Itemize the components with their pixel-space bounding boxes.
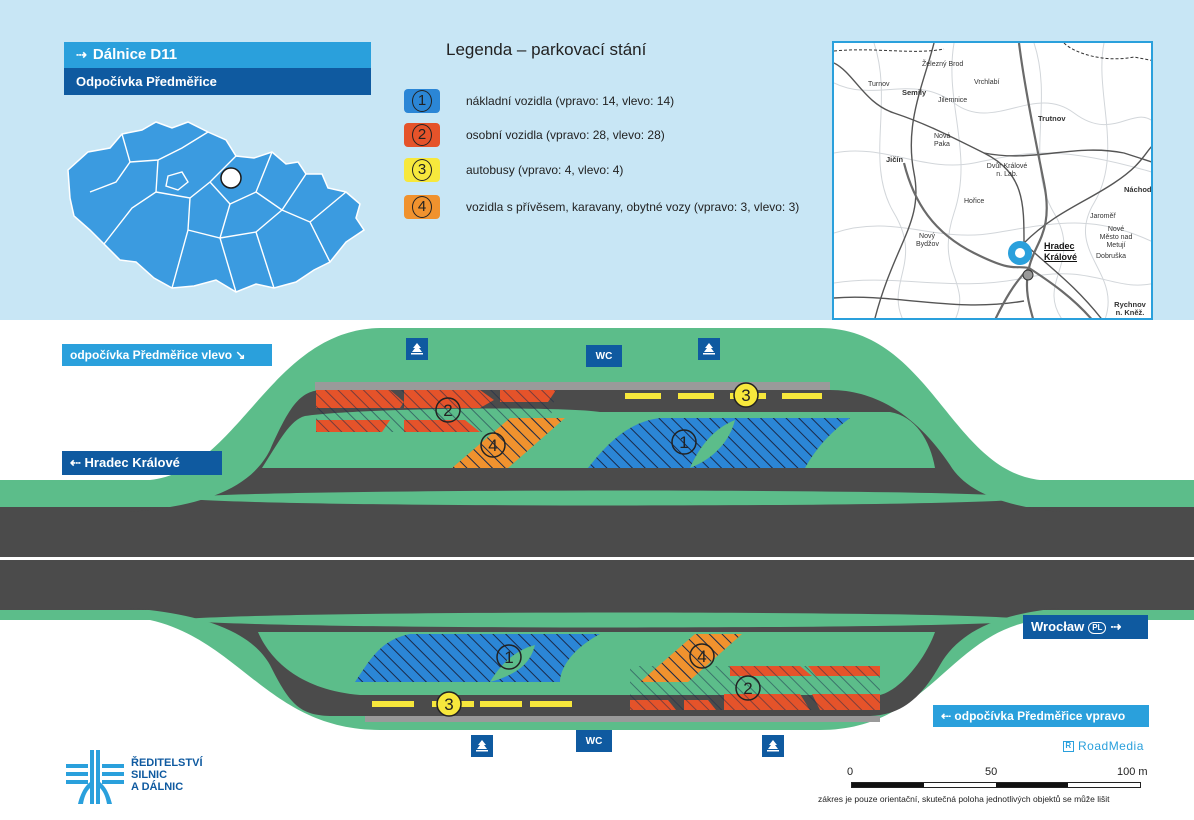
rsd-line3: A DÁLNIC (131, 781, 184, 793)
caravan-swatch: 4 (404, 195, 440, 219)
town-hradec-kralove: Hradec Králové (1044, 241, 1078, 262)
location-marker (220, 167, 242, 189)
sign-to-hradec: ⇠ Hradec Králové (62, 451, 222, 475)
dotted-arrow-icon: ⇢ (76, 47, 87, 62)
town-horice: Hořice (964, 198, 985, 205)
label-caravans-left: 4 (488, 436, 497, 455)
town-nova-paka: Nová Paka (934, 133, 951, 148)
wc-icon: WC (586, 345, 622, 367)
car-bays-right (630, 666, 880, 710)
region-borders (89, 131, 347, 293)
regional-map: Železný Brod Turnov Semily Vrchlabí Jile… (832, 41, 1153, 320)
town-nachod: Náchod (1124, 185, 1152, 194)
dotted-arrow-right-icon: ⇢ (1110, 619, 1122, 634)
disclaimer-note: zákres je pouze orientační, skutečná pol… (818, 794, 1110, 804)
rsd-name: ŘEDITELSTVÍ SILNIC A DÁLNIC (131, 757, 203, 793)
country-outline (67, 121, 366, 293)
credit-label: RoadMedia (1078, 739, 1144, 753)
town-jicin: Jičín (886, 155, 904, 164)
legend-label: osobní vozidla (vpravo: 28, vlevo: 28) (466, 128, 665, 142)
legend-label: vozidla s přívěsem, karavany, obytné voz… (466, 200, 800, 214)
bus-swatch: 3 (404, 158, 440, 182)
scale-label-50: 50 (985, 766, 998, 778)
legend-number: 3 (412, 159, 432, 181)
bus-bays-right (372, 701, 572, 707)
roadmedia-logo-icon: R (1063, 740, 1074, 752)
kerb-left (315, 382, 830, 390)
motorway-label: Dálnice D11 (92, 46, 178, 63)
picnic-icon (406, 338, 428, 360)
town-novy-bydzov: Nový Bydžov (916, 233, 939, 248)
dotted-arrow-left-icon: ⇠ (941, 709, 952, 723)
town-trutnov: Trutnov (1038, 114, 1066, 123)
plan-labels: 2 4 1 3 1 4 2 3 (435, 382, 761, 717)
prague-outline (165, 171, 189, 191)
sign-rest-left: odpočívka Předměřice vlevo ↘ (62, 344, 272, 366)
picnic-icon (698, 338, 720, 360)
sign-rest-right-label: odpočívka Předměřice vpravo (954, 709, 1126, 723)
label-buses-right: 3 (444, 695, 453, 714)
town-jilemnice: Jilemnice (938, 97, 968, 104)
rsd-logo (66, 750, 124, 804)
kerb-right (365, 716, 880, 722)
town-turnov: Turnov (868, 81, 890, 88)
label-buses-left: 3 (741, 386, 750, 405)
rsd-line1: ŘEDITELSTVÍ (131, 757, 203, 769)
scale-label-0: 0 (847, 766, 854, 778)
car-bays-left (316, 390, 556, 432)
country-badge: PL (1088, 621, 1107, 634)
legend-label: autobusy (vpravo: 4, vlevo: 4) (466, 163, 624, 177)
rest-area-plan: 2 4 1 3 1 4 2 3 (0, 328, 1194, 730)
sign-to-hradec-label: Hradec Králové (84, 455, 180, 470)
picnic-icon (762, 735, 784, 757)
label-cars-left: 2 (443, 401, 452, 420)
town-dobruska: Dobruška (1096, 253, 1126, 260)
town-jaromer: Jaroměř (1090, 213, 1116, 220)
czech-republic-map (67, 121, 366, 293)
legend-item-caravans: 4 vozidla s přívěsem, karavany, obytné v… (404, 194, 799, 220)
town-zelezny-brod: Železný Brod (922, 61, 964, 68)
label-cars-right: 2 (743, 679, 752, 698)
town-nove-mesto: Nové Město nad Metují (1099, 226, 1133, 249)
car-swatch: 2 (404, 123, 440, 147)
roadmedia-credit: R RoadMedia (1063, 739, 1144, 753)
town-vrchlabi: Vrchlabí (974, 79, 1000, 86)
town-rychnov: Rychnov n. Kněž. (1114, 300, 1146, 317)
rsd-line2: SILNIC (131, 769, 168, 781)
scale-segments (851, 782, 1141, 788)
label-trucks-right: 1 (504, 648, 513, 667)
legend-item-buses: 3 autobusy (vpravo: 4, vlevo: 4) (404, 157, 623, 183)
scale-label-100: 100 m (1117, 766, 1148, 778)
wc-icon: WC (576, 730, 612, 752)
legend-number: 1 (412, 90, 432, 112)
legend-label: nákladní vozidla (vpravo: 14, vlevo: 14) (466, 94, 675, 108)
town-semily: Semily (902, 88, 927, 97)
truck-swatch: 1 (404, 89, 440, 113)
legend-title: Legenda – parkovací stání (446, 40, 647, 59)
median-right (175, 612, 1030, 628)
town-dvur-kralove: Dvůr Králové n. Lab. (986, 163, 1028, 178)
arrow-down-right-icon: ↘ (235, 348, 246, 362)
legend-item-cars: 2 osobní vozidla (vpravo: 28, vlevo: 28) (404, 122, 665, 148)
sign-rest-left-label: odpočívka Předměřice vlevo (70, 348, 233, 362)
motorway-title: ⇢ Dálnice D11 (64, 42, 371, 68)
legend-number: 2 (412, 124, 432, 146)
legend-item-trucks: 1 nákladní vozidla (vpravo: 14, vlevo: 1… (404, 88, 674, 114)
label-trucks-left: 1 (679, 433, 688, 452)
legend: Legenda – parkovací stání 1 nákladní voz… (400, 40, 830, 219)
legend-number: 4 (412, 196, 432, 218)
dotted-arrow-left-icon: ⇠ (70, 455, 81, 470)
rest-area-title: Odpočívka Předměřice (64, 68, 371, 95)
title-box: ⇢ Dálnice D11 Odpočívka Předměřice (64, 42, 371, 95)
median-left (175, 490, 1030, 506)
sign-rest-right: ⇠ odpočívka Předměřice vpravo (933, 705, 1149, 727)
sign-to-wroclaw-label: Wrocław (1031, 619, 1085, 634)
regional-roads (834, 43, 1151, 318)
label-caravans-right: 4 (697, 647, 706, 666)
picnic-icon (471, 735, 493, 757)
